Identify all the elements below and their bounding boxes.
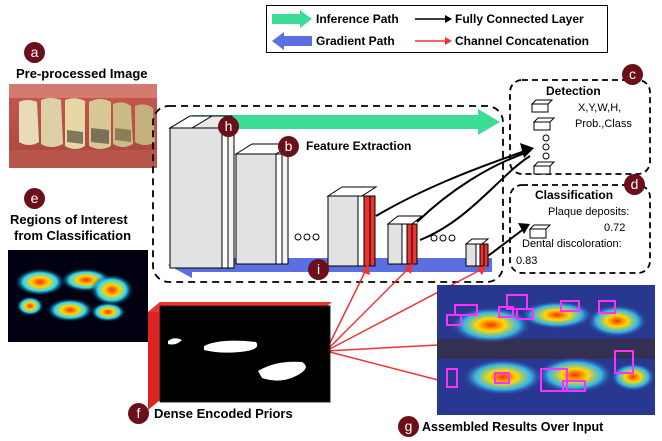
discolor-value: 0.83	[516, 255, 538, 267]
feature-extraction-label: Feature Extraction	[306, 139, 412, 153]
plaque-value: 0.72	[604, 222, 626, 234]
badge-e: e	[24, 188, 45, 209]
badge-a: a	[24, 42, 45, 63]
legend-fc-label: Fully Connected Layer	[455, 12, 584, 26]
badge-i: i	[308, 259, 329, 280]
classification-title: Classification	[535, 188, 614, 202]
badge-f: f	[128, 403, 149, 424]
legend-gradient-label: Gradient Path	[316, 34, 395, 48]
conv-block-2	[234, 143, 294, 265]
conv-block-5	[464, 238, 490, 267]
feature-extraction-region	[152, 105, 504, 283]
assembled-label: Assembled Results Over Input	[422, 420, 604, 434]
detection-box	[509, 79, 651, 175]
detection-line2: Prob.,Class	[575, 118, 632, 130]
legend-inference-label: Inference Path	[316, 12, 399, 26]
dense-priors-map	[148, 302, 332, 410]
teeth-photo	[9, 84, 157, 168]
priors-label: Dense Encoded Priors	[154, 406, 293, 421]
roi-label-line2: from Classification	[14, 228, 132, 243]
badge-d: d	[624, 174, 645, 195]
badge-b: b	[278, 136, 299, 157]
conv-block-4	[386, 215, 424, 265]
discolor-label: Dental discoloration:	[522, 238, 622, 250]
roi-heatmap	[8, 250, 148, 342]
detection-line1: X,Y,W,H,	[578, 102, 622, 114]
detection-title: Detection	[546, 84, 601, 98]
badge-h: h	[218, 116, 239, 137]
concat-arrows	[325, 266, 485, 381]
badge-g: g	[398, 416, 419, 437]
plaque-label: Plaque deposits:	[548, 206, 630, 218]
fc-arrows	[375, 149, 531, 257]
preprocessed-image-label: Pre-processed Image	[16, 66, 148, 81]
legend-concat-label: Channel Concatenation	[455, 34, 590, 48]
conv-block-1	[168, 115, 235, 269]
gradient-legend-arrow	[272, 32, 312, 50]
badge-c: c	[622, 64, 643, 85]
inference-path-arrow	[192, 109, 500, 135]
detection-outputs	[530, 99, 556, 175]
roi-label-line1: Regions of Interest	[10, 212, 128, 227]
ellipsis-dots-2	[430, 234, 456, 242]
classification-output	[528, 224, 552, 239]
inference-legend-arrow	[272, 10, 312, 28]
conv-block-3	[326, 186, 378, 267]
legend-box	[266, 5, 608, 53]
ellipsis-dots-1	[294, 233, 320, 241]
classification-box	[509, 184, 651, 274]
assembled-result	[437, 285, 655, 415]
